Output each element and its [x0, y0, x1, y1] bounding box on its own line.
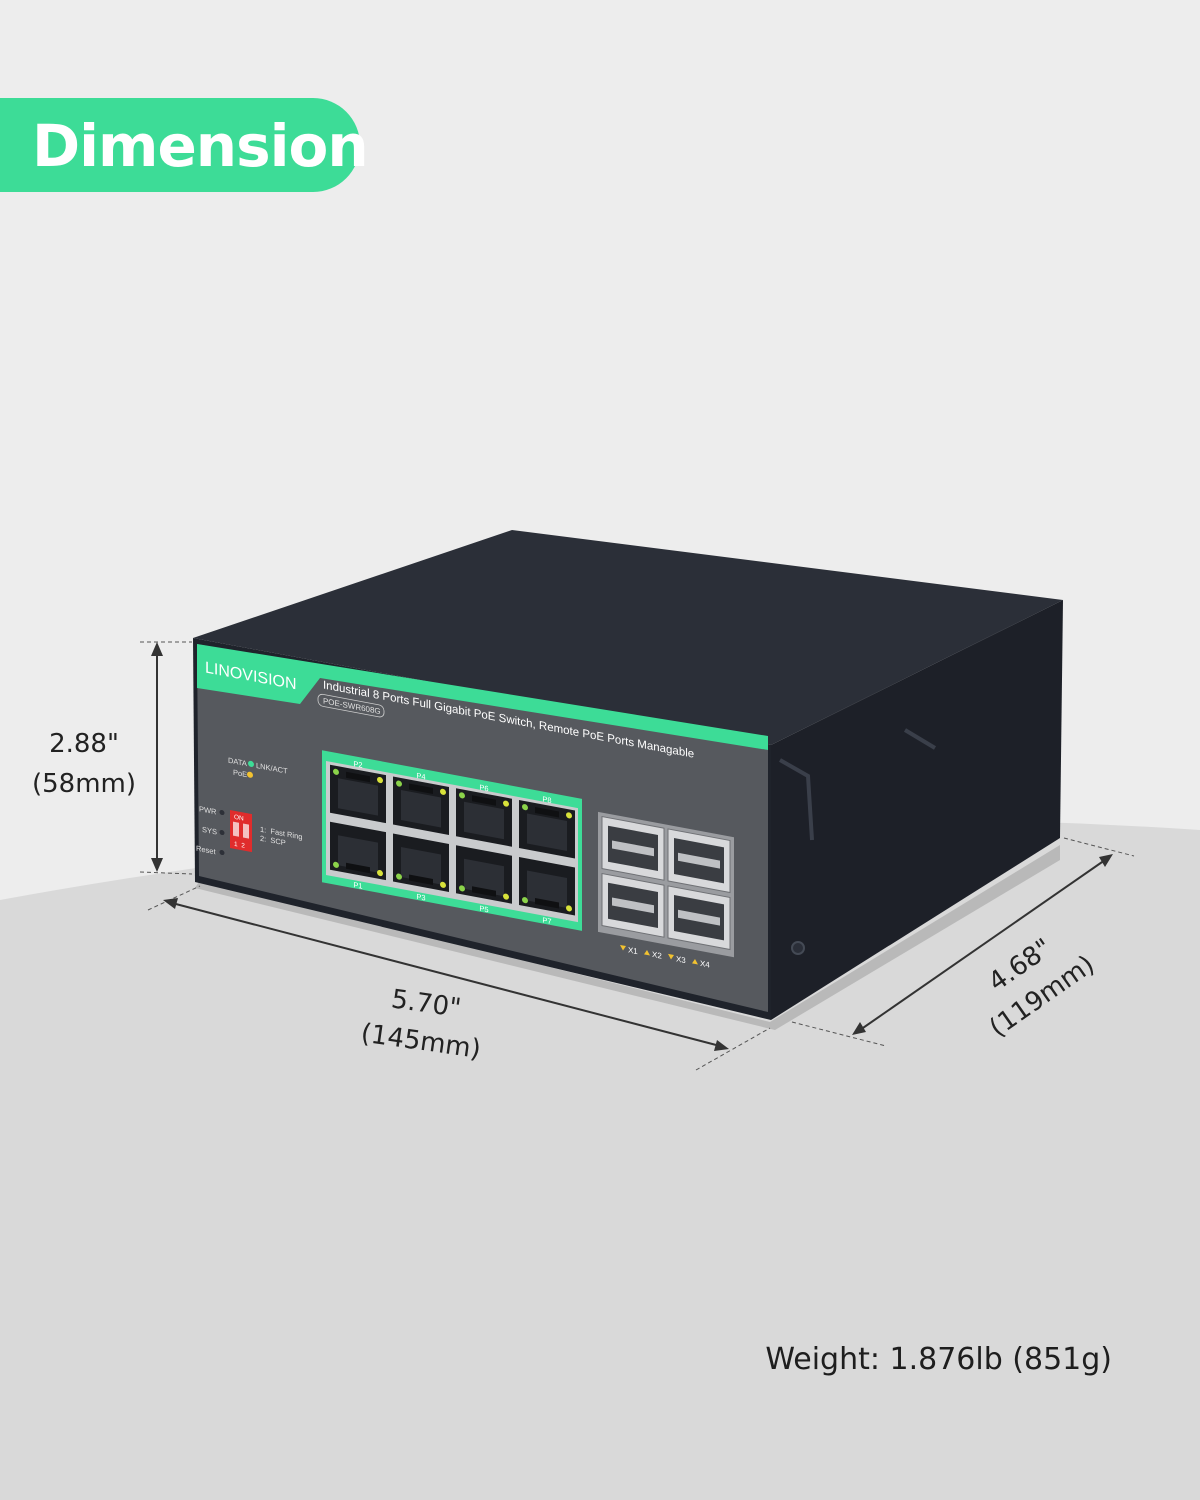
led-sys-label: SYS [202, 825, 217, 837]
weight-text: Weight: 1.876lb (851g) [765, 1342, 1112, 1377]
height-inches: 2.88" [49, 729, 119, 759]
port-led [522, 804, 528, 811]
port-label: P3 [416, 892, 425, 903]
sfp-led-arrow [620, 944, 626, 951]
badge-title: Dimension [32, 112, 369, 180]
port-led [566, 905, 572, 912]
rj45-port[interactable] [330, 764, 386, 824]
port-led [440, 881, 446, 888]
port-led [377, 777, 383, 784]
port-led [396, 780, 402, 787]
brand-stripe [197, 644, 768, 750]
port-led [566, 812, 572, 819]
width-inches: 5.70" [389, 984, 462, 1023]
port-led [333, 861, 339, 868]
port-led [503, 893, 509, 900]
port-led [377, 870, 383, 877]
port-label: P2 [353, 759, 362, 770]
sfp-port[interactable] [667, 828, 731, 894]
dimension-badge: Dimension [0, 98, 369, 192]
rj45-port[interactable] [519, 800, 575, 859]
led-pwr-label: PWR [199, 804, 217, 816]
switch-side [771, 600, 1063, 1020]
sfp-port[interactable] [667, 885, 731, 951]
dip-switch[interactable] [230, 810, 252, 853]
port-led [459, 885, 465, 892]
port-led [396, 873, 402, 880]
sfp-led-arrow [668, 953, 674, 960]
port-label: P4 [416, 771, 425, 782]
sfp-label: X2 [652, 950, 662, 961]
rj45-port[interactable] [393, 833, 449, 892]
port-label: P1 [353, 880, 362, 891]
port-label: P8 [542, 794, 551, 805]
reset-button[interactable] [219, 849, 225, 856]
led-reset-label: Reset [196, 844, 216, 857]
height-mm: (58mm) [32, 769, 136, 799]
rj45-port[interactable] [330, 821, 386, 881]
legend-data: DATA [228, 756, 248, 769]
height-dimension: 2.88" (58mm) [32, 641, 193, 875]
sfp-led-arrow [692, 958, 698, 965]
dip-on-label: ON [234, 814, 244, 823]
rj45-port[interactable] [456, 845, 512, 904]
pwr-led [219, 809, 225, 816]
port-label: P6 [479, 783, 488, 794]
sys-led [219, 829, 225, 836]
switch-top [193, 530, 1063, 745]
rj45-port[interactable] [456, 788, 512, 847]
rj45-port[interactable] [393, 776, 449, 835]
sfp-led-arrow [644, 949, 650, 956]
port-label: P5 [479, 904, 488, 915]
sfp-port-block: X1 X2 X3 X4 [598, 811, 734, 970]
rj45-port[interactable] [519, 857, 575, 916]
sfp-port[interactable] [601, 872, 665, 938]
port-led [333, 768, 339, 775]
port-block-bezel [326, 760, 578, 923]
port-led [503, 800, 509, 807]
sfp-port[interactable] [601, 815, 665, 881]
port-label: P7 [542, 915, 551, 926]
port-led [440, 788, 446, 795]
port-led [459, 792, 465, 799]
width-mm: (145mm) [359, 1018, 483, 1064]
sfp-label: X1 [628, 945, 638, 956]
port-led [522, 897, 528, 904]
sfp-label: X3 [676, 954, 686, 965]
legend-poe: PoE [233, 768, 247, 780]
sfp-label: X4 [700, 959, 710, 970]
dip-numbers: 1 2 [234, 841, 245, 850]
